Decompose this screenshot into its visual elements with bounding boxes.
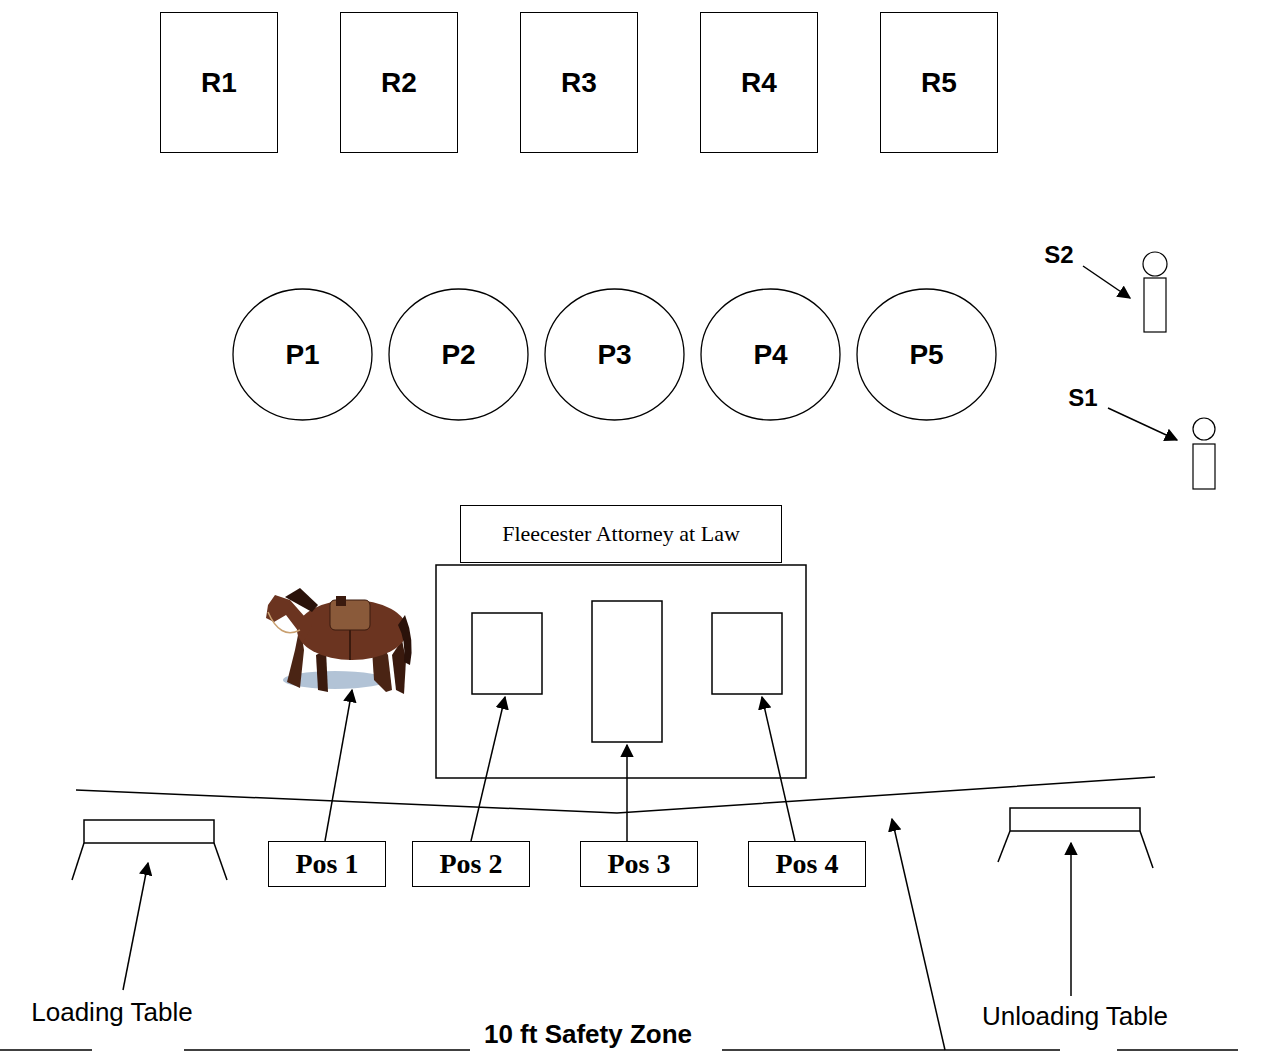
pen-circle: P2 [388,288,529,421]
node-label: Fleecester Attorney at Law [502,521,740,547]
station-box: R3 [520,12,638,153]
unloading-table [998,808,1153,868]
leader-line [123,266,1177,1050]
horse-illustration [266,588,412,694]
node-label: P1 [285,339,319,371]
node-label: Pos 2 [440,848,503,880]
node-label: Pos 3 [608,848,671,880]
text-label: Unloading Table [978,1001,1172,1032]
text-label: Loading Table [27,997,196,1028]
station-box: R2 [340,12,458,153]
window [712,613,782,694]
text-label: S1 [1064,384,1101,412]
station-box: R1 [160,12,278,153]
node-label: R5 [921,67,957,99]
pen-circle: P3 [544,288,685,421]
node-label: R2 [381,67,417,99]
node-label: Pos 1 [296,848,359,880]
station-box: Pos 4 [748,841,866,887]
office-outline [436,565,806,778]
pen-circle: P4 [700,288,841,421]
node-label: R3 [561,67,597,99]
node-label: P3 [597,339,631,371]
text-label: 10 ft Safety Zone [480,1019,696,1050]
pen-circle: P1 [232,288,373,421]
person-figure [1143,252,1167,332]
station-box: Pos 2 [412,841,530,887]
loading-table [72,820,227,880]
pen-circle: P5 [856,288,997,421]
boundary-line [76,777,1155,813]
station-box: R5 [880,12,998,153]
station-box: Pos 3 [580,841,698,887]
node-label: R1 [201,67,237,99]
window [472,613,542,694]
door [592,601,662,742]
station-box: R4 [700,12,818,153]
node-label: P4 [753,339,787,371]
node-label: R4 [741,67,777,99]
node-label: P5 [909,339,943,371]
station-box: Fleecester Attorney at Law [460,505,782,563]
text-label: S2 [1040,241,1077,269]
station-box: Pos 1 [268,841,386,887]
person-figure [1193,418,1215,489]
node-label: Pos 4 [776,848,839,880]
node-label: P2 [441,339,475,371]
